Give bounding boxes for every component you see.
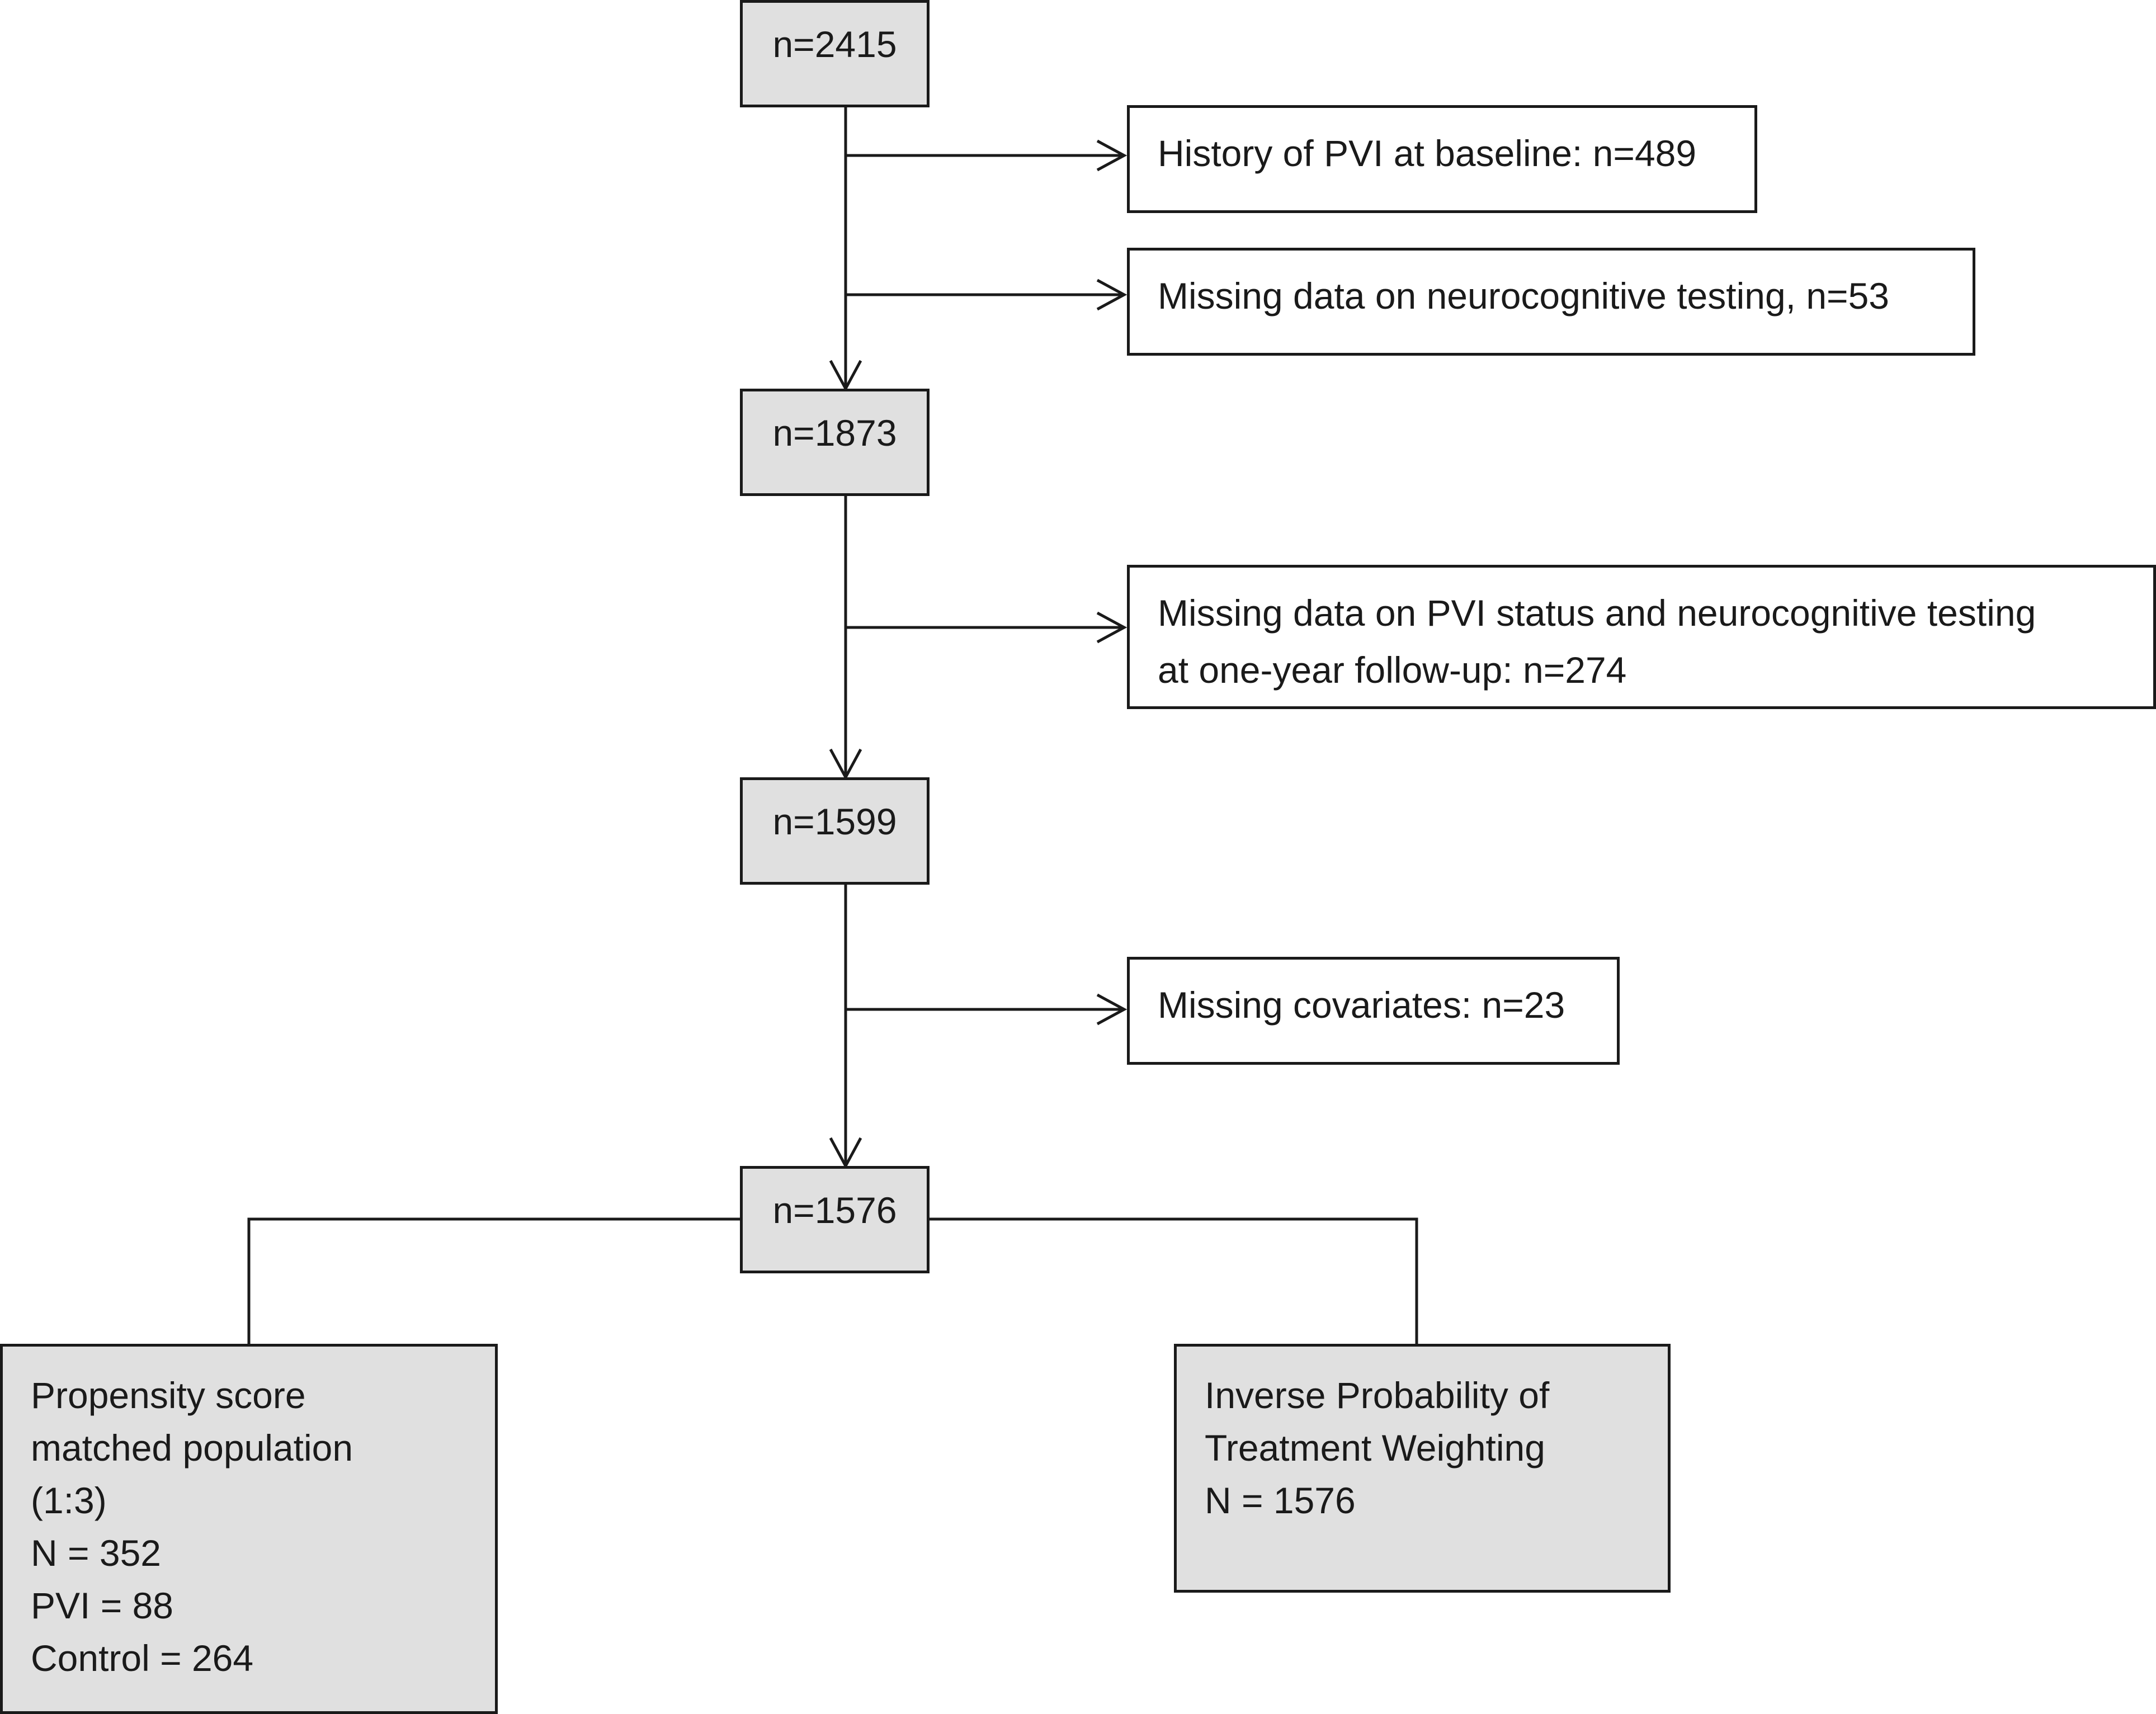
cohort-box-final: n=1576 <box>740 1166 930 1273</box>
exclusion-box-1: History of PVI at baseline: n=489 <box>1127 105 1757 213</box>
exclusion-text-1: History of PVI at baseline: n=489 <box>1158 133 1697 174</box>
connector-iptw <box>930 1217 1418 1344</box>
cohort-box-after-2: n=1599 <box>740 777 930 885</box>
arrowhead-exclusion-4 <box>1096 993 1127 1026</box>
exclusion-text-3-line-2: at one-year follow-up: n=274 <box>1158 649 1627 691</box>
iptw-population-box: Inverse Probability of Treatment Weighti… <box>1174 1344 1671 1593</box>
psm-line-4: N = 352 <box>31 1532 161 1574</box>
psm-line-1: Propensity score <box>31 1375 306 1416</box>
cohort-box-start: n=2415 <box>740 0 930 107</box>
psm-line-3: (1:3) <box>31 1480 107 1521</box>
exclusion-text-2: Missing data on neurocognitive testing, … <box>1158 275 1890 317</box>
cohort-count-start: n=2415 <box>772 23 897 65</box>
exclusion-box-3: Missing data on PVI status and neurocogn… <box>1127 565 2156 709</box>
psm-line-6: Control = 264 <box>31 1637 254 1679</box>
iptw-line-3: N = 1576 <box>1205 1480 1356 1521</box>
cohort-count-after-1: n=1873 <box>772 412 897 454</box>
exclusion-text-4: Missing covariates: n=23 <box>1158 984 1565 1026</box>
arrowhead-exclusion-2 <box>1096 278 1127 311</box>
exclusion-text-3-line-1: Missing data on PVI status and neurocogn… <box>1158 592 2036 634</box>
iptw-line-2: Treatment Weighting <box>1205 1427 1545 1469</box>
psm-line-5: PVI = 88 <box>31 1585 174 1626</box>
psm-line-2: matched population <box>31 1427 353 1469</box>
arrowhead-exclusion-3 <box>1096 611 1127 644</box>
exclusion-box-4: Missing covariates: n=23 <box>1127 957 1620 1065</box>
exclusion-box-2: Missing data on neurocognitive testing, … <box>1127 248 1975 356</box>
cohort-count-after-2: n=1599 <box>772 801 897 842</box>
connector-psm <box>247 1217 740 1344</box>
psm-population-box: Propensity score matched population (1:3… <box>0 1344 498 1714</box>
arrowhead-exclusion-1 <box>1096 139 1127 172</box>
iptw-line-1: Inverse Probability of <box>1205 1375 1550 1416</box>
cohort-box-after-1: n=1873 <box>740 389 930 496</box>
cohort-count-final: n=1576 <box>772 1189 897 1231</box>
